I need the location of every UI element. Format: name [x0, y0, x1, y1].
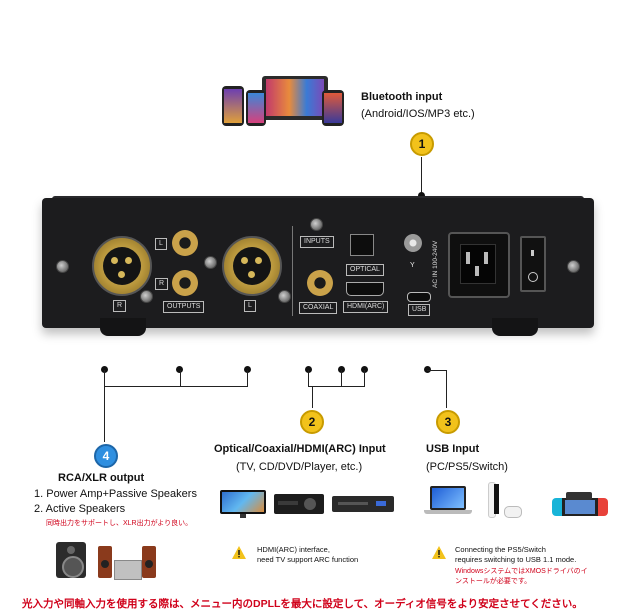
step-2-badge: 2	[300, 410, 324, 434]
hdmi-note-line2: need TV support ARC function	[257, 555, 359, 564]
ps5-image	[484, 482, 522, 518]
hdmi-label: HDMI(ARC)	[343, 301, 389, 313]
device-foot-right	[492, 318, 538, 336]
studio-monitor-image	[56, 542, 86, 578]
warning-icon	[232, 546, 246, 559]
optical-connector-dot	[305, 366, 312, 373]
antenna-connector	[404, 234, 422, 252]
usb-connector-line	[427, 370, 447, 371]
rca-connector-dot	[101, 366, 108, 373]
rca-item-1: 1. Power Amp+Passive Speakers	[34, 488, 197, 500]
coaxial-label: COAXIAL	[299, 302, 338, 314]
optical-input-port	[350, 234, 374, 256]
xlr-output-left	[222, 236, 282, 296]
usb-subtitle: (PC/PS5/Switch)	[426, 461, 508, 473]
xlr-output-right	[92, 236, 152, 296]
optical-connector-dot	[338, 366, 345, 373]
usb-note-jp-line2: ンストールが必要です。	[455, 578, 532, 585]
optical-connector-line	[312, 386, 313, 408]
optical-connector-dot	[361, 366, 368, 373]
step-1-badge: 1	[410, 132, 434, 156]
rca-title: RCA/XLR output	[58, 472, 145, 484]
rca-connector-line	[247, 370, 248, 386]
optical-connector-line	[341, 370, 342, 386]
screw-icon	[56, 260, 69, 273]
step-3-badge: 3	[436, 410, 460, 434]
rca-left-label: L	[155, 238, 167, 250]
xlr-right-label: R	[113, 300, 127, 312]
outputs-label: OUTPUTS	[163, 301, 205, 313]
optical-title: Optical/Coaxial/HDMI(ARC) Input	[214, 443, 386, 455]
optical-connector-line	[308, 370, 309, 386]
usb-label: USB	[408, 304, 431, 316]
power-switch	[520, 236, 546, 292]
footer-notice: 光入力や同軸入力を使用する際は、メニュー内のDPLLを最大に設定して、オーディオ…	[22, 598, 583, 610]
usb-connector-dot	[424, 366, 431, 373]
hifi-speakers-image	[98, 546, 158, 580]
rca-connector-line	[104, 386, 105, 442]
screw-icon	[140, 290, 153, 303]
bluetooth-subtitle: (Android/IOS/MP3 etc.)	[361, 108, 475, 120]
av-receiver-image	[274, 494, 324, 514]
ac-label: AC IN 100-240V	[432, 240, 439, 288]
usb-c-port	[407, 292, 431, 302]
usb-title: USB Input	[426, 443, 480, 455]
tv-image	[220, 490, 266, 518]
optical-connector-line	[364, 370, 365, 386]
rca-right-label: R	[155, 278, 169, 290]
laptop-image	[424, 486, 472, 518]
hdmi-note-line1: HDMI(ARC) interface,	[257, 545, 330, 554]
bluetooth-connector-dot	[418, 192, 425, 199]
screw-icon	[204, 256, 217, 269]
optical-subtitle: (TV, CD/DVD/Player, etc.)	[236, 461, 363, 473]
inputs-label: INPUTS	[300, 236, 334, 248]
rca-connector-line	[104, 386, 248, 387]
hdmi-input-port	[346, 282, 384, 296]
antenna-label: Y	[410, 262, 415, 269]
rca-output-left	[172, 230, 198, 256]
switch-image	[552, 492, 610, 518]
screw-icon	[310, 218, 323, 231]
phones-tablet-image	[222, 76, 346, 128]
warning-icon	[432, 546, 446, 559]
rca-connector-line	[104, 370, 105, 386]
usb-note-jp-line1: WindowsシステムではXMOSドライバのイ	[455, 568, 588, 575]
bluetooth-connector-line	[421, 157, 422, 197]
rca-item-2: 2. Active Speakers	[34, 503, 126, 515]
usb-connector-line	[446, 370, 447, 408]
optical-connector-line	[308, 386, 365, 387]
dvd-player-image	[332, 496, 394, 512]
bluetooth-title: Bluetooth input	[361, 91, 443, 103]
rca-output-right	[172, 270, 198, 296]
screw-icon	[278, 290, 291, 303]
optical-label: OPTICAL	[346, 264, 384, 276]
rca-connector-dot	[244, 366, 251, 373]
step-4-badge: 4	[94, 444, 118, 468]
rca-note-jp: 同時出力をサポートし、XLR出力がより良い。	[46, 520, 193, 527]
screw-icon	[567, 260, 580, 273]
dac-rear-panel: R L R OUTPUTS L INPUTS COAXIAL OPTICAL H…	[42, 198, 594, 328]
panel-divider	[292, 226, 293, 316]
rca-connector-line	[180, 370, 181, 386]
rca-connector-dot	[176, 366, 183, 373]
ac-power-socket	[448, 232, 510, 298]
coaxial-input-jack	[307, 270, 333, 296]
xlr-left-label: L	[244, 300, 256, 312]
usb-note-line2: requires switching to USB 1.1 mode.	[455, 555, 577, 564]
device-foot-left	[100, 318, 146, 336]
usb-note-line1: Connecting the PS5/Switch	[455, 545, 546, 554]
